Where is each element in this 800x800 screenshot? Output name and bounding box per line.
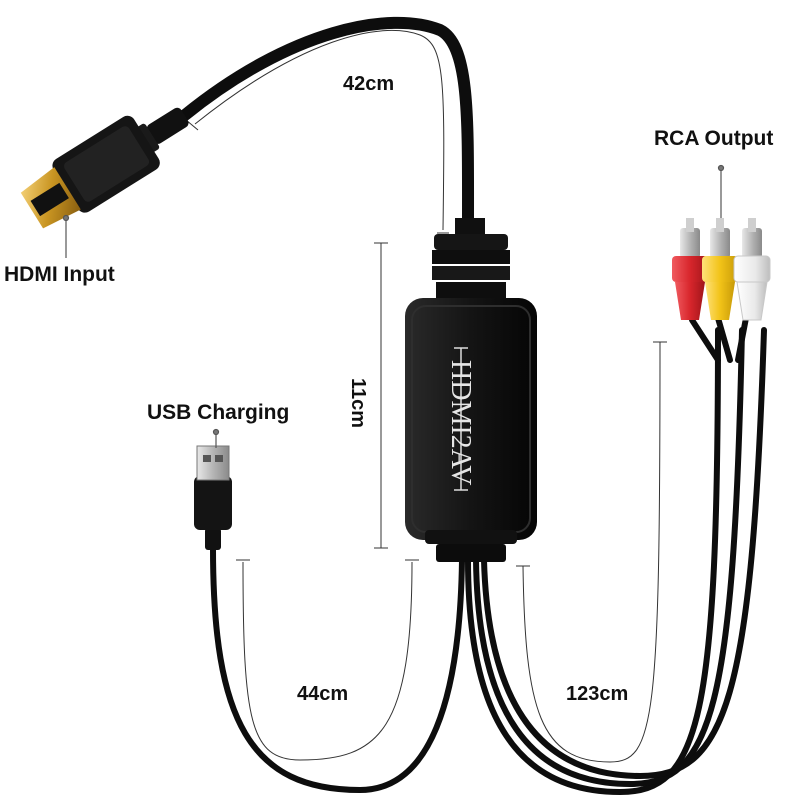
rca-cable-2	[473, 327, 745, 788]
usb-charging-label: USB Charging	[147, 401, 290, 424]
hdmi-cable-length: 42cm	[343, 73, 395, 95]
usb-cable-length: 44cm	[297, 683, 349, 705]
rca-cable-length: 123cm	[566, 683, 629, 705]
dimension-guides	[185, 29, 722, 763]
label-pointers	[62, 164, 725, 448]
cables	[179, 16, 767, 796]
hdmi-input-label: HDMI Input	[4, 263, 115, 286]
rca-split	[689, 315, 749, 363]
rca-cable-3	[481, 327, 767, 780]
rca-white-plug	[733, 218, 771, 321]
body-length: 11cm	[347, 378, 369, 429]
hdmi-cable	[179, 16, 475, 231]
rca-cable-1	[465, 327, 721, 796]
rca-yellow-plug	[702, 218, 738, 320]
usb-cable	[210, 545, 465, 794]
hdmi-connector	[20, 107, 189, 229]
rca-red-plug	[672, 218, 708, 320]
usb-plug	[194, 445, 232, 550]
converter-body: HDMI2AV	[405, 218, 537, 562]
rca-plugs	[672, 218, 771, 321]
rca-output-label: RCA Output	[654, 127, 774, 150]
brand-text: HDMI2AV	[445, 360, 476, 486]
